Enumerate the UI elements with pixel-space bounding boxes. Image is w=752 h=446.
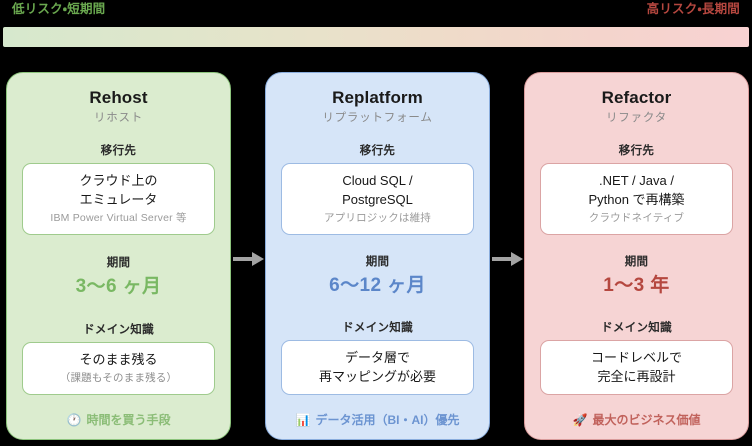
domain-box-refactor: コードレベルで 完全に再設計 xyxy=(540,339,733,395)
arrow-head-icon xyxy=(511,252,523,266)
card-subtitle-replatform: リプラットフォーム xyxy=(322,112,433,124)
footer-text-replatform: データ活用（BI・AI）優先 xyxy=(315,413,460,427)
target-box-replatform: Cloud SQL / PostgreSQL アプリロジックは維持 xyxy=(281,162,474,235)
domain-note-rehost: （課題もそのまま残る） xyxy=(59,371,178,384)
footer-text-refactor: 最大のビジネス価値 xyxy=(592,413,701,427)
domain-line2-refactor: 完全に再設計 xyxy=(597,368,676,384)
section-label-duration-rehost: 期間 xyxy=(106,256,131,269)
target-note-rehost: IBM Power Virtual Server 等 xyxy=(50,212,187,225)
domain-line1-refactor: コードレベルで xyxy=(590,349,682,365)
arrow-head-icon xyxy=(252,252,264,266)
section-label-domain-rehost: ドメイン知識 xyxy=(83,323,154,336)
domain-line1-rehost: そのまま残る xyxy=(79,351,158,367)
target-box-refactor: .NET / Java / Python で再構築 クラウドネイティブ xyxy=(540,162,733,235)
footer-text-rehost: 時間を買う手段 xyxy=(86,413,171,428)
rocket-icon: 🚀 xyxy=(572,413,588,427)
card-subtitle-refactor: リファクタ xyxy=(605,112,668,124)
section-label-target-rehost: 移行先 xyxy=(100,145,137,158)
target-note-refactor: クラウドネイティブ xyxy=(588,211,685,224)
arrow-replatform-to-refactor xyxy=(492,252,523,266)
bar-chart-icon: 📊 xyxy=(295,413,311,427)
duration-value-replatform: 6〜12 ヶ月 xyxy=(329,275,426,297)
section-label-domain-replatform: ドメイン知識 xyxy=(342,322,413,335)
strategy-card-refactor[interactable]: Refactor リファクタ 移行先 .NET / Java / Python … xyxy=(524,72,749,440)
section-label-domain-refactor: ドメイン知識 xyxy=(601,322,672,335)
domain-box-replatform: データ層で 再マッピングが必要 xyxy=(281,339,474,395)
footer-note-replatform: 📊 データ活用（BI・AI）優先 xyxy=(296,411,460,429)
duration-value-refactor: 1〜3 年 xyxy=(603,275,670,297)
strategy-cards-row: Rehost リホスト 移行先 クラウド上の エミュレータ IBM Power … xyxy=(0,72,752,442)
target-line2-rehost: エミュレータ xyxy=(79,192,158,208)
target-line1-refactor: .NET / Java / xyxy=(599,172,674,188)
footer-note-rehost: 🕐 時間を買う手段 xyxy=(67,411,171,429)
axis-label-low-risk: 低リスク・短期間 xyxy=(12,2,106,16)
card-title-refactor: Refactor xyxy=(601,88,672,107)
target-line2-replatform: PostgreSQL xyxy=(342,191,413,207)
card-title-rehost: Rehost xyxy=(89,88,148,107)
risk-axis-labels: 低リスク・短期間 高リスク・長期間 xyxy=(0,0,752,24)
strategy-card-rehost[interactable]: Rehost リホスト 移行先 クラウド上の エミュレータ IBM Power … xyxy=(6,72,231,440)
section-label-duration-refactor: 期間 xyxy=(624,255,649,268)
domain-line2-replatform: 再マッピングが必要 xyxy=(318,368,436,384)
risk-spectrum-bar xyxy=(3,27,749,47)
target-line1-replatform: Cloud SQL / xyxy=(342,172,413,188)
arrow-shaft xyxy=(233,257,254,261)
axis-label-high-risk: 高リスク・長期間 xyxy=(646,2,740,16)
footer-note-refactor: 🚀 最大のビジネス価値 xyxy=(573,411,701,429)
clock-icon: 🕐 xyxy=(66,413,82,428)
target-line1-rehost: クラウド上の xyxy=(79,173,158,189)
domain-line1-replatform: データ層で xyxy=(344,349,410,365)
section-label-target-replatform: 移行先 xyxy=(359,145,396,158)
section-label-duration-replatform: 期間 xyxy=(365,255,390,268)
section-label-target-refactor: 移行先 xyxy=(618,145,655,158)
card-title-replatform: Replatform xyxy=(332,88,423,107)
strategy-card-replatform[interactable]: Replatform リプラットフォーム 移行先 Cloud SQL / Pos… xyxy=(265,72,490,440)
card-subtitle-rehost: リホスト xyxy=(93,112,144,124)
target-line2-refactor: Python で再構築 xyxy=(588,191,685,207)
target-note-replatform: アプリロジックは維持 xyxy=(324,211,431,224)
duration-value-rehost: 3〜6 ヶ月 xyxy=(75,276,162,298)
arrow-shaft xyxy=(492,257,513,261)
domain-box-rehost: そのまま残る （課題もそのまま残る） xyxy=(22,341,215,395)
target-box-rehost: クラウド上の エミュレータ IBM Power Virtual Server 等 xyxy=(22,163,215,236)
arrow-rehost-to-replatform xyxy=(233,252,264,266)
